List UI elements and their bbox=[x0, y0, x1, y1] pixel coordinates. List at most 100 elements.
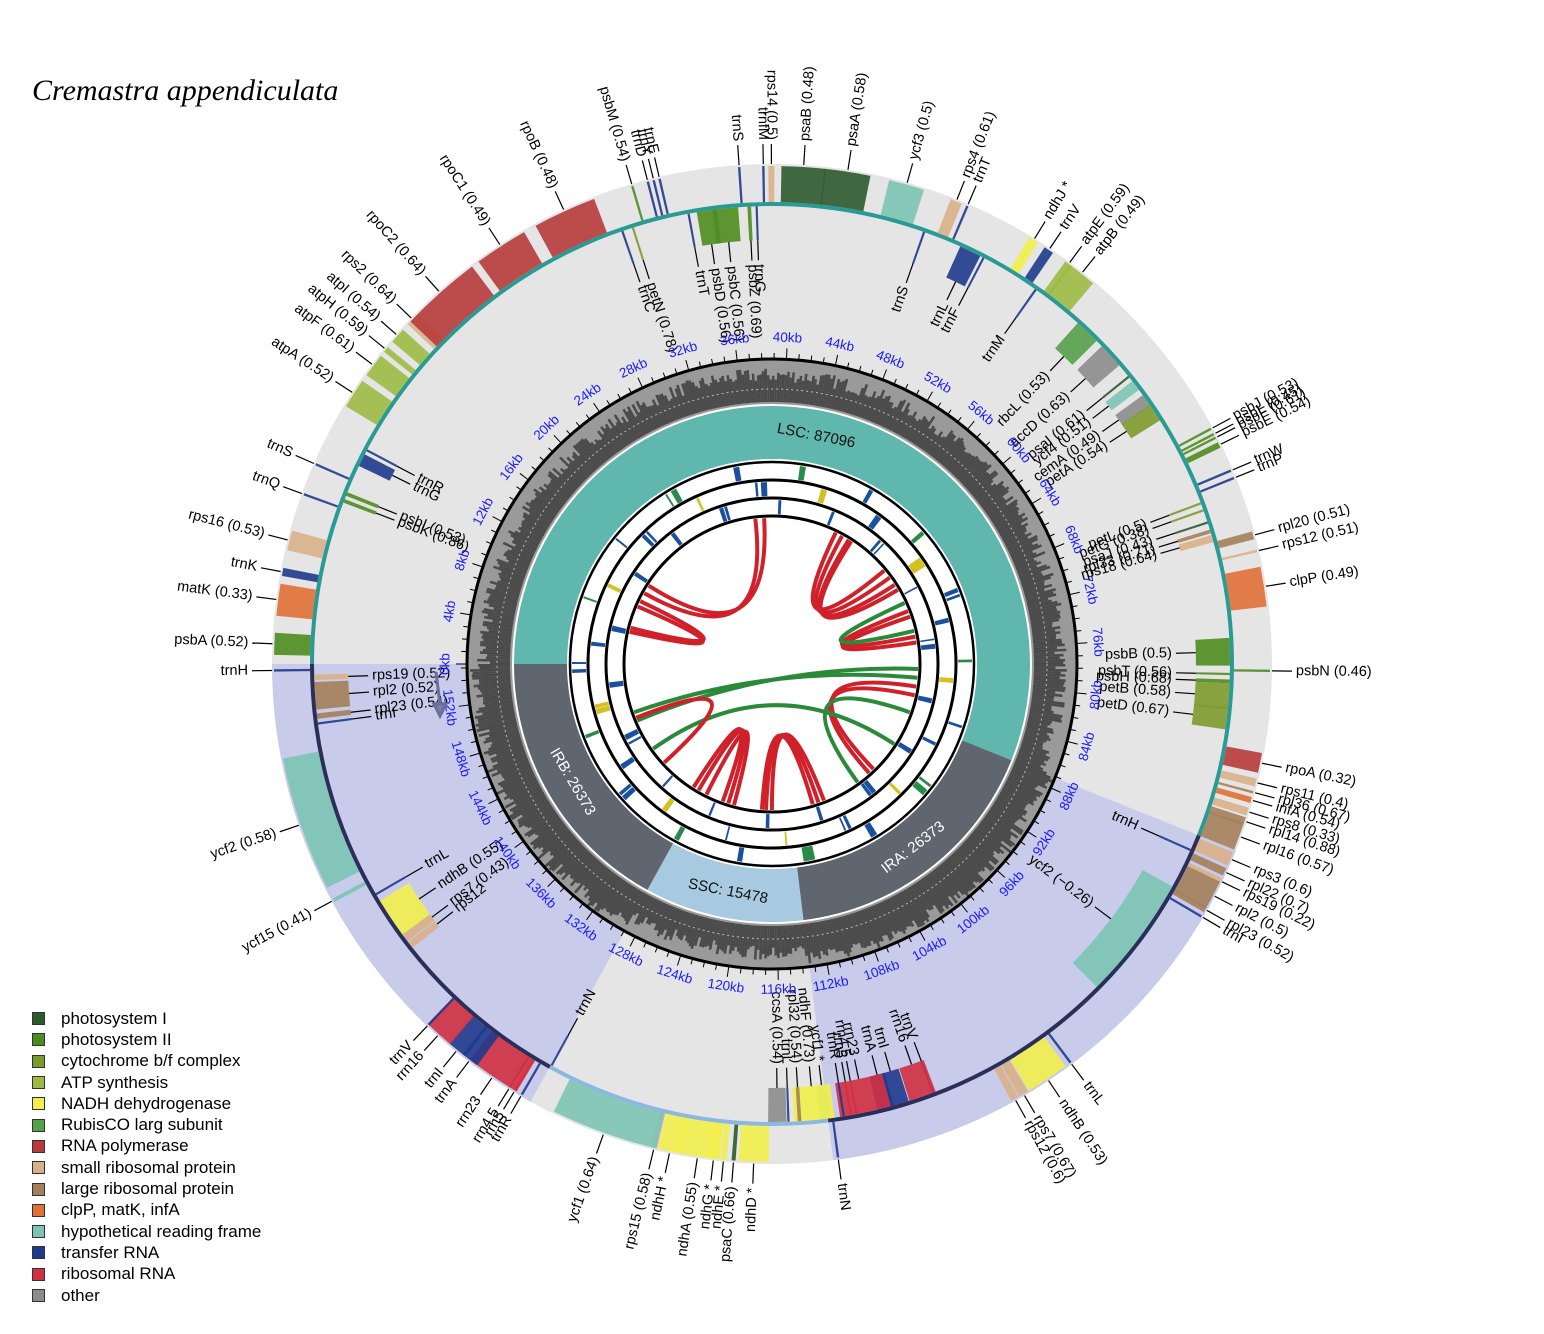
gc-bar bbox=[595, 874, 619, 904]
gc-bar bbox=[723, 922, 732, 954]
gene-leader-line bbox=[1254, 529, 1275, 536]
repeat-marker bbox=[897, 742, 913, 754]
gc-bar bbox=[502, 772, 535, 790]
gc-bar bbox=[493, 607, 516, 615]
gc-bar bbox=[1018, 751, 1045, 763]
gc-bar bbox=[906, 887, 930, 923]
gc-bar bbox=[578, 860, 601, 885]
gc-bar bbox=[540, 490, 563, 509]
gc-bar bbox=[997, 516, 1024, 533]
gene-leader-line bbox=[1226, 872, 1245, 882]
gc-bar bbox=[1000, 791, 1027, 808]
gene-leader-line bbox=[1246, 821, 1266, 829]
gc-bar bbox=[548, 470, 575, 494]
gc-bar bbox=[776, 925, 780, 959]
kb-tick bbox=[915, 389, 920, 396]
gc-bar bbox=[1022, 580, 1045, 590]
gc-bar bbox=[1004, 532, 1026, 546]
gc-bar bbox=[1003, 529, 1028, 544]
gc-bar bbox=[1021, 576, 1052, 588]
gene-leader-line bbox=[412, 1025, 428, 1041]
gc-bar bbox=[882, 900, 900, 932]
gene-block bbox=[1195, 672, 1230, 676]
repeat-track bbox=[568, 460, 976, 868]
gene-block bbox=[1191, 704, 1228, 730]
gc-bar bbox=[514, 544, 535, 556]
gc-bar bbox=[635, 400, 654, 432]
gc-bar bbox=[904, 420, 918, 440]
gene-label: trnH bbox=[221, 663, 249, 679]
gc-bar bbox=[754, 380, 759, 403]
gc-bar bbox=[826, 919, 836, 950]
gc-bar bbox=[537, 830, 572, 860]
gc-bar bbox=[1033, 653, 1064, 658]
gc-bar bbox=[483, 608, 515, 617]
gene-block bbox=[550, 1035, 569, 1067]
gc-bar bbox=[534, 816, 561, 836]
kb-tick-label: 0kb bbox=[438, 653, 453, 675]
gc-bar bbox=[557, 476, 576, 493]
legend-item: cytochrome b/f complex bbox=[32, 1051, 261, 1072]
gc-bar bbox=[559, 456, 586, 482]
gc-bar bbox=[833, 381, 843, 410]
gc-bar bbox=[529, 819, 563, 846]
gene-block bbox=[343, 499, 377, 515]
gc-bar bbox=[870, 906, 885, 937]
gc-bar bbox=[1033, 670, 1061, 675]
gc-bar bbox=[1027, 718, 1051, 726]
kb-tick bbox=[1058, 556, 1065, 560]
gc-bar bbox=[859, 910, 873, 942]
gene-label: rpl32 (0.54) bbox=[784, 989, 804, 1064]
gc-bar bbox=[995, 513, 1020, 530]
gene-leader-line bbox=[595, 1134, 604, 1154]
kb-tick bbox=[509, 496, 515, 501]
kb-tick bbox=[539, 456, 545, 462]
repeat-marker bbox=[911, 562, 926, 574]
gc-bar bbox=[766, 925, 770, 957]
gc-bar bbox=[608, 882, 630, 914]
repeat-marker bbox=[736, 847, 745, 862]
gc-bar bbox=[1028, 606, 1057, 615]
kb-tick bbox=[785, 348, 788, 360]
kb-tick bbox=[802, 967, 804, 974]
gene-leader-line bbox=[808, 1066, 812, 1087]
kb-tick bbox=[1033, 820, 1040, 825]
gene-leader-line bbox=[871, 1055, 878, 1075]
gc-bar bbox=[1032, 689, 1056, 694]
gc-bar bbox=[512, 793, 546, 814]
gc-bar bbox=[1028, 716, 1053, 724]
gc-bar bbox=[947, 857, 977, 889]
kb-tick bbox=[960, 903, 968, 913]
gc-bar bbox=[916, 427, 931, 447]
gc-bar bbox=[1024, 731, 1051, 742]
gc-bar bbox=[544, 837, 578, 867]
gc-bar bbox=[504, 776, 537, 794]
repeat-link bbox=[840, 614, 917, 652]
gene-leader-line bbox=[348, 675, 369, 677]
gc-bar bbox=[594, 443, 609, 461]
gene-leader-line bbox=[554, 191, 565, 210]
gc-bar bbox=[675, 910, 685, 931]
gc-bar bbox=[590, 873, 617, 907]
gc-bar bbox=[656, 904, 670, 931]
gene-leader-line bbox=[1235, 469, 1255, 478]
gene-leader-line bbox=[431, 904, 449, 918]
gc-bar bbox=[828, 919, 839, 953]
gene-leader-line bbox=[710, 1160, 714, 1181]
kb-tick bbox=[698, 361, 702, 368]
gc-bar bbox=[541, 828, 570, 853]
gc-bar bbox=[1015, 559, 1037, 571]
repeat-marker bbox=[908, 557, 924, 571]
gene-label: trnS bbox=[728, 114, 746, 142]
gene-block bbox=[1200, 811, 1244, 850]
gene-block bbox=[1233, 669, 1270, 673]
gc-bar bbox=[684, 913, 696, 942]
gene-label: rrn23 bbox=[839, 1021, 862, 1057]
gene-block bbox=[687, 213, 696, 248]
repeat-marker bbox=[842, 815, 852, 830]
kb-tick bbox=[478, 764, 485, 768]
gc-bar bbox=[914, 415, 936, 446]
gene-block bbox=[1200, 476, 1235, 493]
gc-bar bbox=[908, 886, 930, 919]
gc-midline bbox=[496, 388, 1048, 940]
